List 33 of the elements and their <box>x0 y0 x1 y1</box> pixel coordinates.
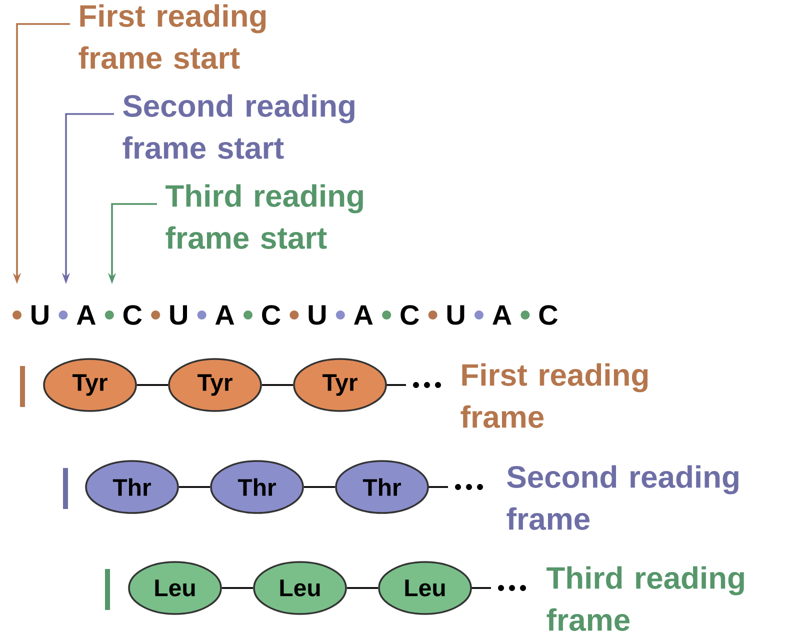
amino-acid-oval: Leu <box>253 561 347 615</box>
chain-link-line <box>136 384 168 386</box>
chain-link-line <box>346 587 378 589</box>
nucleotide-letter: C <box>539 305 558 325</box>
nucleotide-letter: A <box>492 305 512 325</box>
amino-acid-oval: Thr <box>210 460 304 514</box>
chain-link-line <box>262 384 294 386</box>
amino-acid-oval: Thr <box>85 460 179 514</box>
amino-acid-oval: Tyr <box>168 358 262 412</box>
frame-start-label: Third reading frame start <box>166 184 363 249</box>
amino-acid-oval: Thr <box>335 460 429 514</box>
amino-acid-oval: Tyr <box>293 358 387 412</box>
nucleotide-letter: C <box>400 305 419 325</box>
amino-acid-oval: Tyr <box>43 358 137 412</box>
nucleotide-letter: U <box>308 305 326 325</box>
reading-frame-label: Third reading frame <box>546 566 744 631</box>
reading-frame-label: First reading frame <box>460 363 648 428</box>
nucleotide-letter: A <box>354 305 373 325</box>
chain-link-line <box>178 486 210 488</box>
nucleotide-letter: A <box>76 305 96 325</box>
nucleotide-letter: U <box>447 305 464 325</box>
frame-start-label: Second reading frame start <box>122 94 354 159</box>
amino-acid-oval: Leu <box>378 561 472 615</box>
amino-acid-oval: Leu <box>128 561 222 615</box>
frame-start-label: First reading frame start <box>78 4 266 69</box>
nucleotide-letter: C <box>123 305 142 325</box>
nucleotide-letter: U <box>32 305 48 325</box>
reading-frame-label: Second reading frame <box>506 465 738 530</box>
chain-link-line <box>222 587 254 589</box>
nucleotide-letter: C <box>262 305 280 325</box>
nucleotide-letter: U <box>170 305 187 325</box>
nucleotide-letter: A <box>215 305 234 325</box>
chain-link-line <box>304 486 336 488</box>
